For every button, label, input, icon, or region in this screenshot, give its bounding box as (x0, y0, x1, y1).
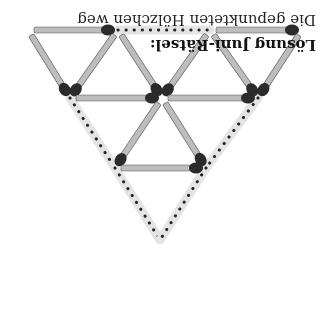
matchstick-body (34, 27, 108, 33)
matchstick-body (119, 33, 159, 91)
matchstick-body (163, 101, 204, 161)
matchstick-inner-3 (159, 32, 211, 99)
matchstick-inner-5 (112, 100, 163, 169)
matchstick-left-edge-top (26, 32, 73, 98)
matchstick-body (261, 33, 301, 91)
matchstick-body (165, 33, 209, 91)
removed-matchstick-left-edge-2 (115, 168, 160, 240)
matchstick-top-left (34, 25, 115, 36)
matchstick-head (241, 93, 255, 104)
matchstick-body (118, 101, 161, 161)
matchstick-body (211, 33, 255, 91)
matchstick-inner-6 (161, 100, 210, 168)
matchstick-head (189, 163, 203, 174)
removed-matchstick-right-edge-2 (160, 168, 206, 240)
matchstick-inner-1 (67, 32, 119, 99)
matchstick-body (168, 95, 248, 101)
matchstick-inner-2 (117, 32, 165, 98)
matchstick-middle-left (76, 93, 159, 104)
matchstick-middle-right (168, 93, 255, 104)
matchstick-body (29, 34, 68, 92)
matchstick-body (76, 95, 152, 101)
matchstick-inner-4 (209, 32, 261, 99)
matchstick-bottom-row (121, 163, 203, 174)
matchstick-body (121, 165, 196, 171)
matchstick-top-right (216, 25, 299, 36)
removed-matchstick-right-edge-1 (206, 98, 258, 168)
matchstick-body (73, 33, 117, 91)
matchstick-body (216, 27, 292, 33)
matchstick-right-edge-top (255, 32, 303, 98)
removed-matchstick-left-edge-1 (70, 98, 115, 168)
